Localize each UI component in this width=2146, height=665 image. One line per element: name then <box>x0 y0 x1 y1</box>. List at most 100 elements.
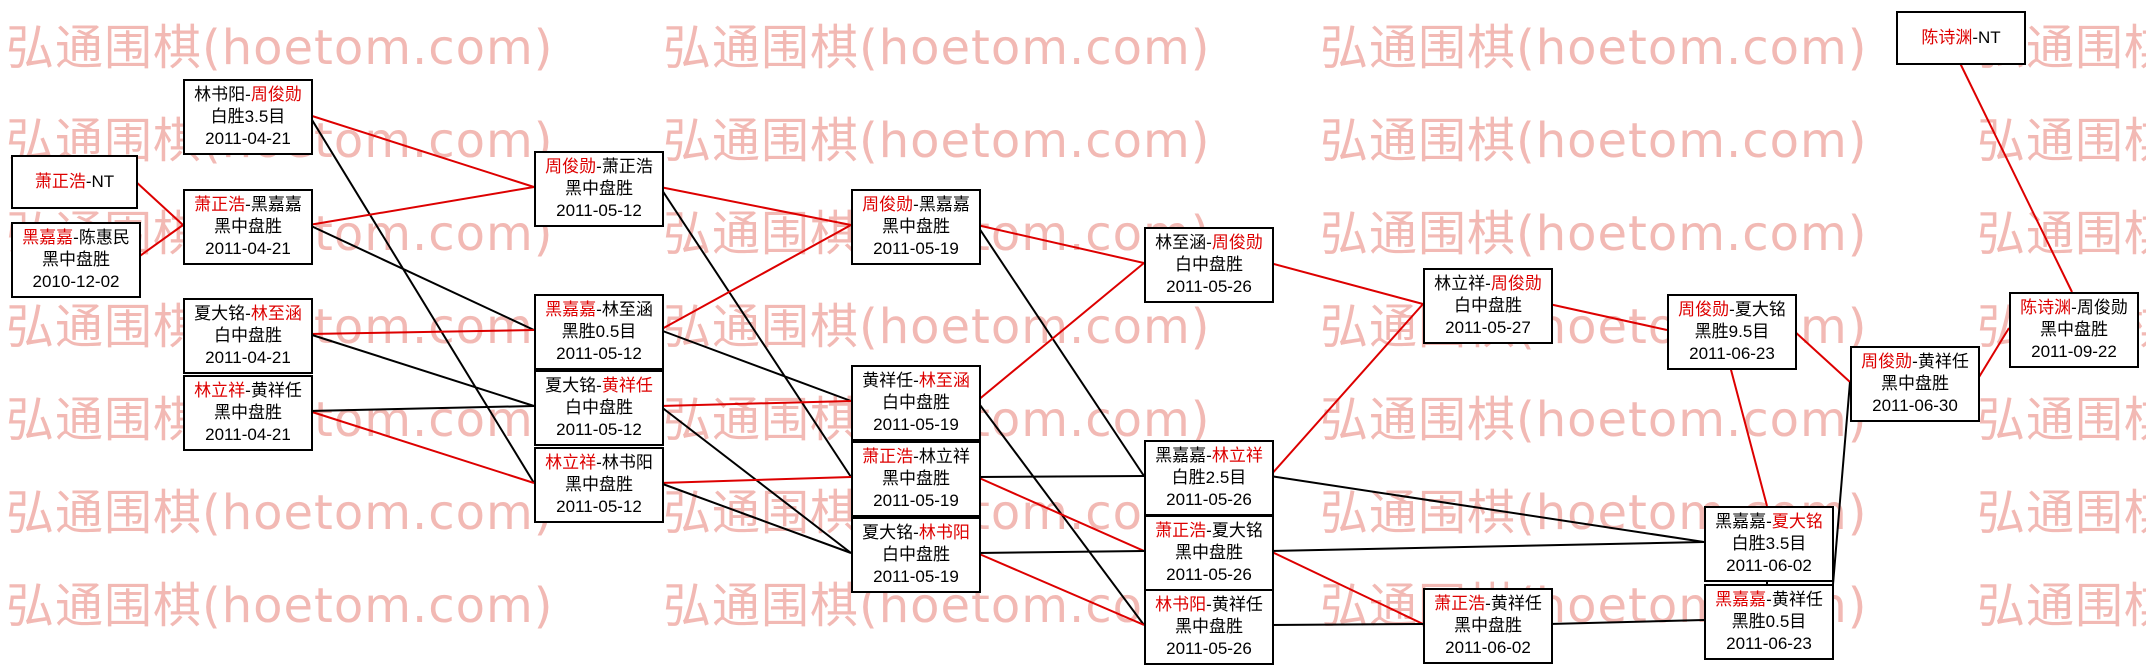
winner-name: 周俊勋 <box>1678 300 1730 319</box>
player-separator: - <box>1485 274 1491 293</box>
watermark-text: 弘通围棋(hoetom.com) <box>1320 113 1868 169</box>
match-result: 黑中盘胜 <box>565 179 633 198</box>
match-date: 2011-06-23 <box>1689 344 1775 363</box>
match-players: 林立祥-黄祥任 <box>194 380 302 402</box>
match-date: 2011-05-26 <box>1166 490 1252 509</box>
match-date: 2011-04-21 <box>205 239 291 258</box>
match-date: 2011-05-19 <box>873 567 959 586</box>
watermark-text: 弘通围棋(hoetom.com) <box>1320 20 1868 76</box>
winner-name: 萧正浩 <box>1155 521 1207 540</box>
match-box[interactable]: 萧正浩-NT <box>11 155 138 209</box>
watermark-text: 弘通围棋(hoetom.com) <box>6 578 554 634</box>
match-result: 黑胜0.5目 <box>561 322 637 341</box>
player-separator: - <box>913 371 919 390</box>
match-date: 2011-05-26 <box>1166 565 1252 584</box>
watermark-text: 弘通围棋(hoetom.com) <box>1977 206 2146 262</box>
match-result: 黑中盘胜 <box>882 217 950 236</box>
winner-advance-line <box>1269 550 1424 625</box>
match-result: 白中盘胜 <box>882 545 950 564</box>
player-separator: - <box>596 300 602 319</box>
watermark-text: 弘通围棋(hoetom.com) <box>1320 206 1868 262</box>
player-name: 黑嘉嘉 <box>1155 446 1207 465</box>
winner-advance-line <box>976 224 1145 264</box>
player-separator: - <box>1972 28 1978 47</box>
match-players: 夏大铭-黄祥任 <box>545 375 653 397</box>
match-date: 2011-05-19 <box>873 415 959 434</box>
player-name: 夏大铭 <box>1211 521 1263 540</box>
winner-name: 周俊勋 <box>1211 233 1263 252</box>
match-players: 林书阳-周俊勋 <box>194 84 302 106</box>
match-box[interactable]: 陈诗渊-NT <box>1896 11 2026 65</box>
winner-advance-line <box>976 262 1145 402</box>
winner-name: 黄祥任 <box>601 376 653 395</box>
winner-advance-line <box>976 476 1145 552</box>
player-name: 林至涵 <box>601 300 653 319</box>
player-separator: - <box>1485 594 1491 613</box>
player-separator: - <box>2071 298 2077 317</box>
winner-advance-line <box>976 552 1145 626</box>
loser-advance-line <box>308 405 535 412</box>
winner-name: 周俊勋 <box>545 157 597 176</box>
match-date: 2011-05-26 <box>1166 277 1252 296</box>
match-result: 黑中盘胜 <box>2040 320 2108 339</box>
match-date: 2011-05-12 <box>556 497 642 516</box>
match-date: 2011-05-27 <box>1445 318 1531 337</box>
player-name: 林立祥 <box>1434 274 1486 293</box>
winner-name: 林立祥 <box>194 381 246 400</box>
match-date: 2011-05-19 <box>873 491 959 510</box>
winner-advance-line <box>1792 329 1851 383</box>
loser-advance-line <box>659 329 852 402</box>
winner-name: 陈诗渊 <box>2020 298 2072 317</box>
match-result: 白中盘胜 <box>1175 255 1243 274</box>
loser-advance-line <box>659 482 852 554</box>
match-result: 白中盘胜 <box>882 393 950 412</box>
winner-name: 夏大铭 <box>1771 512 1823 531</box>
match-result: 黑胜9.5目 <box>1694 322 1770 341</box>
player-separator: - <box>245 85 251 104</box>
match-result: 黑中盘胜 <box>1454 616 1522 635</box>
winner-advance-line <box>659 476 852 484</box>
player-name: 夏大铭 <box>194 304 246 323</box>
winner-advance-line <box>308 186 535 226</box>
winner-advance-line <box>1548 303 1668 331</box>
player-separator: - <box>245 381 251 400</box>
player-name: 黄祥任 <box>1490 594 1542 613</box>
player-separator: - <box>596 157 602 176</box>
player-separator: - <box>1206 233 1212 252</box>
match-players: 萧正浩-夏大铭 <box>1155 520 1263 542</box>
winner-advance-line <box>136 224 184 259</box>
player-name: 夏大铭 <box>1734 300 1786 319</box>
winner-name: 萧正浩 <box>862 447 914 466</box>
loser-advance-line <box>308 224 535 331</box>
winner-name: 林书阳 <box>918 523 970 542</box>
player-name: 林立祥 <box>918 447 970 466</box>
player-separator: - <box>1766 590 1772 609</box>
match-date: 2011-09-22 <box>2031 342 2117 361</box>
